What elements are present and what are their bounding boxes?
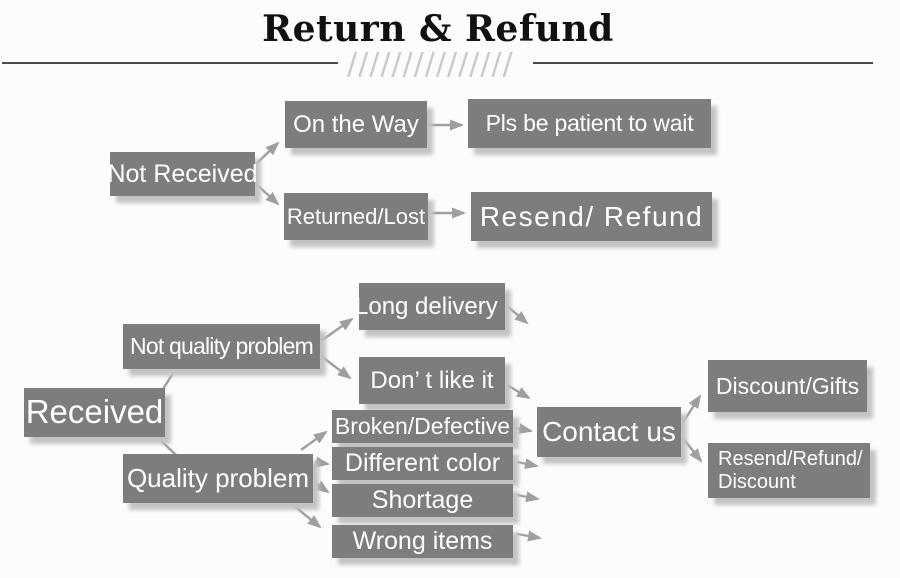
node-label: Pls be patient to wait xyxy=(485,110,694,137)
connector-diffcolor-out xyxy=(516,458,539,470)
node-label: Returned/Lost xyxy=(286,203,426,229)
connector-notreceived-ontheway xyxy=(255,141,280,165)
connector-received-quality xyxy=(156,436,178,457)
connector-wrongitems-out xyxy=(516,530,542,542)
connector-notquality-dontlike xyxy=(320,355,352,380)
node-label: Quality problem xyxy=(126,462,310,493)
node-on-the-way: On the Way xyxy=(285,101,427,148)
node-resend-refund-discount: Resend/Refund/ Discount xyxy=(708,443,870,498)
node-quality-problem: Quality problem xyxy=(123,454,313,503)
node-label: Long delivery xyxy=(359,292,498,320)
connector-longdelivery-out xyxy=(506,305,529,325)
connector-shortage-out xyxy=(516,491,540,503)
connector-notreceived-returnedlost xyxy=(255,183,280,206)
node-shortage: Shortage xyxy=(332,484,513,517)
node-resend-refund: Resend/ Refund xyxy=(471,192,712,241)
connector-quality-wrongitems xyxy=(292,504,322,529)
connector-quality-shortage xyxy=(314,480,330,494)
node-label-line1: Resend/Refund/ xyxy=(718,447,863,470)
node-label: Received xyxy=(25,393,164,431)
node-returned-lost: Returned/Lost xyxy=(284,193,428,240)
node-long-delivery: Long delivery xyxy=(359,283,505,330)
connector-quality-diffcolor xyxy=(314,456,330,468)
node-label: Contact us xyxy=(542,416,676,448)
node-contact-us: Contact us xyxy=(537,407,681,457)
node-label: Not quality problem xyxy=(130,333,314,360)
connector-quality-broken xyxy=(300,430,328,451)
node-wrong-items: Wrong items xyxy=(332,525,513,558)
node-not-received: Not Received xyxy=(107,152,258,196)
node-label: Shortage xyxy=(371,486,474,515)
node-label: Different color xyxy=(344,449,501,478)
node-label: Resend/ Refund xyxy=(479,200,704,232)
hatch-decoration: /////////////// xyxy=(347,47,514,82)
node-dont-like-it: Don’ t like it xyxy=(359,357,505,404)
node-broken-defective: Broken/Defective xyxy=(332,410,513,443)
node-received: Received xyxy=(24,388,165,437)
connector-received-notquality xyxy=(161,369,177,390)
node-different-color: Different color xyxy=(332,447,513,480)
node-label: Wrong items xyxy=(352,527,493,556)
node-label: Don’ t like it xyxy=(370,366,494,394)
node-pls-be-patient: Pls be patient to wait xyxy=(468,99,711,148)
header-rule-left xyxy=(2,62,338,64)
page-title: Return & Refund xyxy=(262,8,614,50)
connector-contactus-discountgifts xyxy=(680,394,702,425)
node-label: On the Way xyxy=(293,110,419,138)
connector-notquality-longdelivery xyxy=(320,317,354,342)
node-label-line2: Discount xyxy=(718,470,796,493)
node-label: Discount/Gifts xyxy=(715,372,860,399)
header-rule-right xyxy=(533,62,873,64)
node-discount-gifts: Discount/Gifts xyxy=(708,360,867,412)
connector-broken-contactus xyxy=(515,423,533,435)
connector-dontlike-out xyxy=(506,383,531,400)
node-label: Not Received xyxy=(107,159,258,188)
node-not-quality-problem: Not quality problem xyxy=(123,324,320,369)
node-label: Broken/Defective xyxy=(334,413,511,440)
connector-contactus-rrd xyxy=(681,436,703,463)
